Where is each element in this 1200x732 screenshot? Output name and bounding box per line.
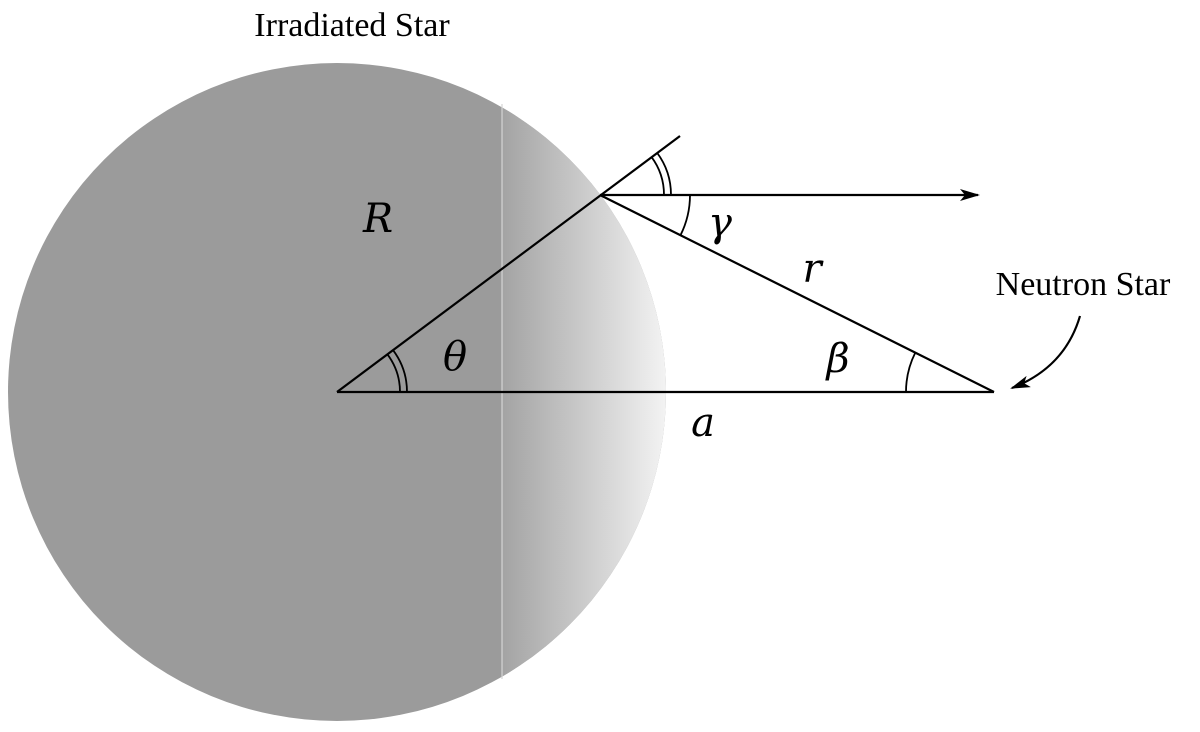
angle-markers [386,151,917,393]
gamma-symbol: γ [708,200,732,246]
irradiated-hemisphere [502,63,666,721]
incidence-arc-inner [650,156,665,196]
beta-arc [905,352,917,393]
neutron-star-title: Neutron Star [996,266,1171,303]
radius-symbol: R [362,196,393,242]
triangle-geometry [336,135,995,394]
theta-symbol: θ [443,334,467,380]
neutron-star-pointer [1010,315,1082,390]
radius-line [336,135,681,393]
theta-arc-inner [386,353,401,393]
r-symbol: r [802,246,824,292]
irradiated-star-title: Irradiated Star [254,7,450,44]
irradiated-star [8,63,666,721]
a-symbol: a [691,400,715,446]
gamma-arc [679,194,691,236]
beta-symbol: β [824,336,849,382]
theta-arc-outer [392,349,408,393]
distance-r-line [599,194,995,393]
incidence-arc-outer [656,151,672,196]
